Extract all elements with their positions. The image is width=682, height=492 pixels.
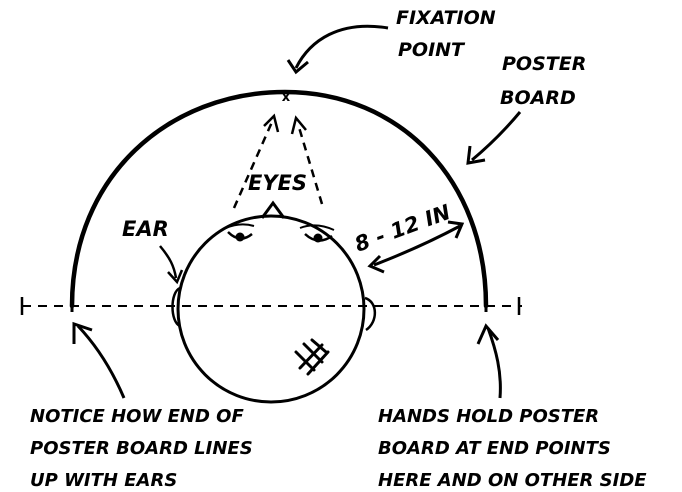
right-note-line1: HANDS HOLD POSTER (378, 406, 599, 427)
right-sight-arrowhead (290, 115, 307, 135)
distance-arrowhead-right (447, 220, 465, 239)
ear-arrow (159, 245, 178, 279)
left-eye (225, 223, 255, 242)
eyes-label: EYES (248, 171, 307, 195)
left-note-line3: UP WITH EARS (30, 470, 177, 491)
left-note-line1: NOTICE HOW END OF (30, 406, 244, 427)
left-note-arrow (76, 324, 126, 399)
poster-board-label-line2: BOARD (500, 87, 576, 109)
fixation-arrow (294, 24, 389, 69)
ear-label: EAR (122, 217, 169, 241)
poster-board-arc (69, 89, 489, 309)
left-ear (171, 286, 181, 328)
left-sight-line (232, 121, 274, 209)
poster-board-label-line1: POSTER (502, 53, 586, 75)
left-note-line2: POSTER BOARD LINES (30, 438, 253, 459)
right-note-arrowhead (476, 323, 500, 345)
nose (260, 200, 286, 219)
right-note: HANDS HOLD POSTER BOARD AT END POINTS HE… (378, 406, 647, 491)
sight-lines (232, 121, 324, 209)
left-note-arrowhead (72, 321, 93, 344)
distance-label: 8 - 12 IN (352, 200, 454, 257)
fixation-point-mark: x (282, 90, 291, 105)
ear-arrowhead (167, 269, 184, 285)
left-sight-arrowhead (263, 113, 280, 133)
fixation-arrowhead (286, 59, 309, 75)
fixation-label-line2: POINT (398, 39, 466, 61)
poster-board-arrow (471, 111, 522, 162)
right-eye (299, 224, 335, 243)
hair-whorl-mark (294, 338, 330, 376)
right-ear (364, 296, 377, 332)
distance-arrow (373, 224, 461, 267)
poster-board-arrowhead (466, 145, 486, 165)
fixation-label-line1: FIXATION (396, 7, 496, 29)
head-outline (176, 214, 366, 404)
left-note: NOTICE HOW END OF POSTER BOARD LINES UP … (30, 406, 253, 491)
right-note-line3: HERE AND ON OTHER SIDE (378, 470, 647, 491)
right-note-arrow (486, 327, 502, 399)
right-note-line2: BOARD AT END POINTS (378, 438, 611, 459)
distance-arrowhead-left (367, 254, 385, 274)
